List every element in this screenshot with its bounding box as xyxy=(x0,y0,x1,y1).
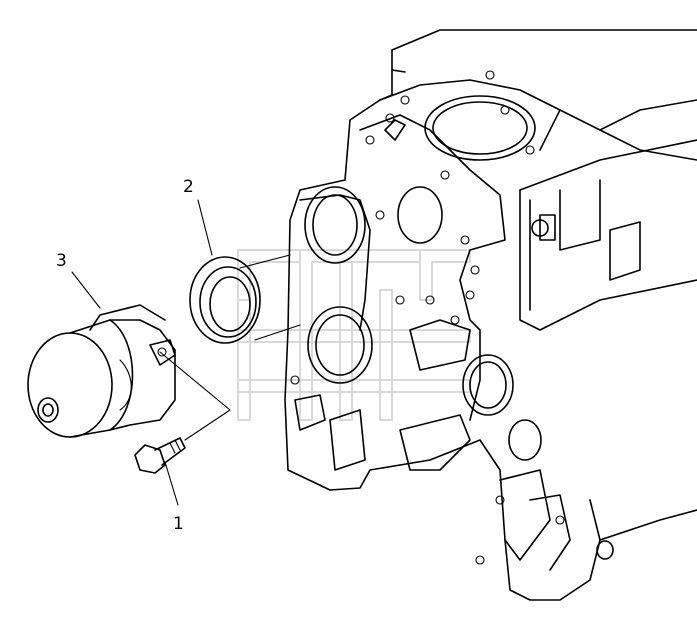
watermark-logo xyxy=(237,249,471,421)
callout-water-pump: 3 xyxy=(56,251,67,271)
water-pump-part xyxy=(27,304,176,438)
leader-lines xyxy=(71,199,231,506)
callout-bolt: 1 xyxy=(173,514,184,534)
bolt-part xyxy=(134,437,186,474)
seal-ring-part xyxy=(189,254,301,344)
engine-block-housing xyxy=(284,29,697,601)
callout-seal-ring: 2 xyxy=(183,177,194,197)
